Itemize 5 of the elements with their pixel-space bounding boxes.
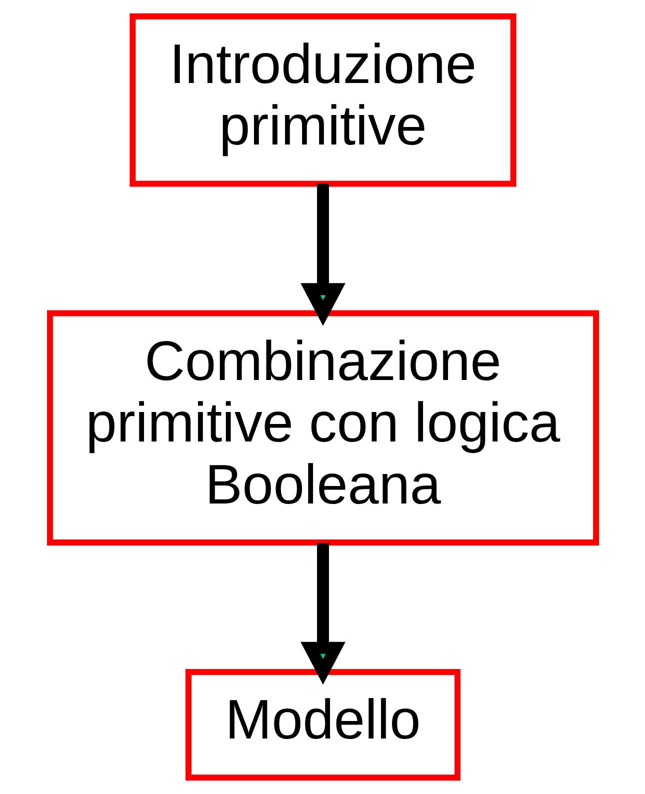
node-box: Introduzione primitive <box>129 13 516 187</box>
node-box: Combinazione primitive con logica Booleana <box>46 310 599 546</box>
node-box: Modello <box>184 669 460 781</box>
arrow <box>300 543 345 685</box>
arrow <box>300 184 345 326</box>
